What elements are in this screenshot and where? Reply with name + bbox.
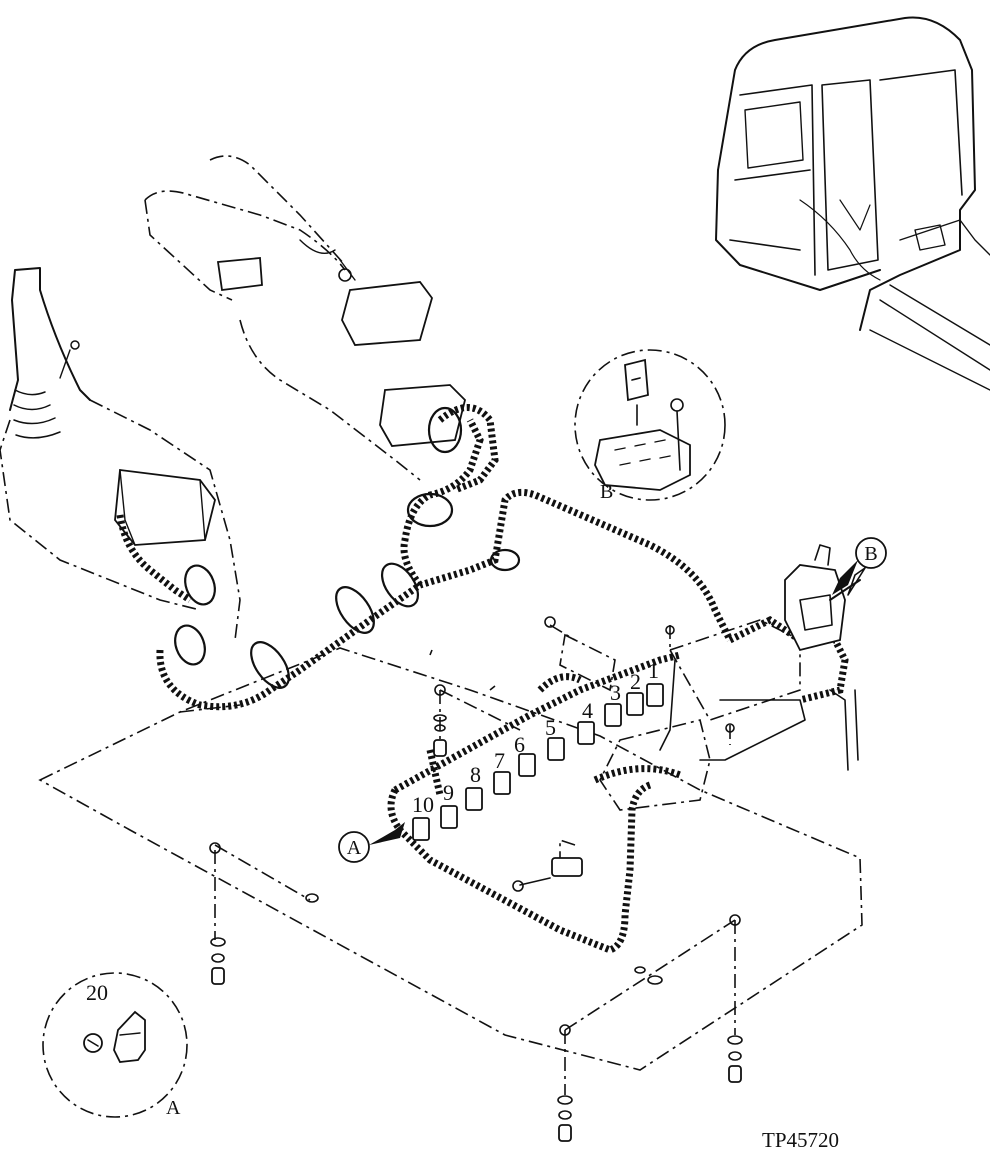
relay-7 — [493, 771, 511, 795]
switch-assembly-b — [784, 544, 866, 652]
relay-10 — [412, 817, 430, 841]
callout-3: 3 — [610, 680, 621, 705]
relay-8 — [465, 787, 483, 811]
figure-id: TP45720 — [762, 1128, 839, 1152]
relay-6 — [518, 753, 536, 777]
callout-8: 8 — [470, 762, 481, 787]
relay-1 — [646, 683, 664, 707]
left-control-console — [0, 267, 241, 641]
callout-a-label: A — [347, 837, 362, 859]
callout-1: 1 — [648, 658, 659, 683]
callout-5: 5 — [545, 715, 556, 740]
cab-overview-illustration — [715, 16, 990, 391]
callout-10: 10 — [412, 792, 434, 817]
relay-callout-labels: 1 2 3 4 5 6 7 8 9 10 — [412, 658, 659, 817]
relay-9 — [440, 805, 458, 829]
callout-6: 6 — [514, 732, 525, 757]
detail-a-caption: A — [166, 1097, 181, 1119]
cab-floor-plate — [38, 647, 863, 1071]
detail-b-caption: B — [600, 481, 613, 503]
relay-callout-20: 20 — [86, 980, 108, 1005]
relay-5 — [547, 737, 565, 761]
callout-9: 9 — [443, 780, 454, 805]
callout-7: 7 — [494, 748, 505, 773]
harness-clamps — [174, 406, 521, 689]
callout-a-pointer: A — [338, 822, 405, 863]
relay-4 — [577, 721, 595, 745]
detail-view-b: B — [574, 349, 726, 503]
detail-view-a: 20 A — [42, 972, 188, 1119]
callout-2: 2 — [630, 669, 641, 694]
callout-b-label: B — [864, 543, 877, 565]
relay-2 — [626, 692, 644, 716]
relay-panel-bracket — [559, 619, 859, 811]
main-wiring-harness — [116, 404, 849, 954]
relay-3 — [604, 703, 622, 727]
callout-4: 4 — [582, 698, 593, 723]
relay-row — [412, 683, 664, 841]
right-control-console — [144, 155, 466, 481]
callout-b-pointer: B — [832, 537, 887, 595]
mounting-hardware — [209, 616, 743, 1142]
